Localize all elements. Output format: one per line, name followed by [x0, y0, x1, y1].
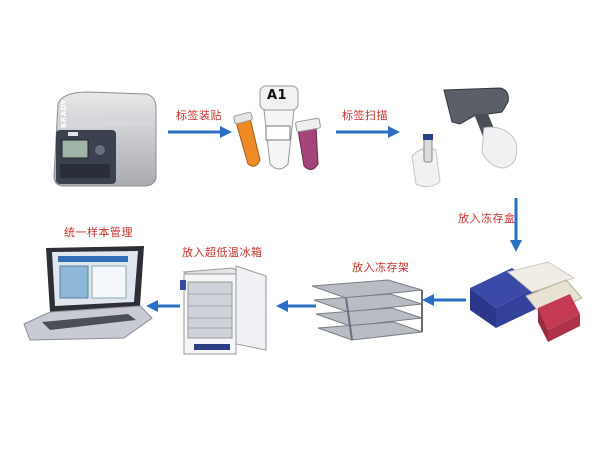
arrow-freezer-to-laptop — [146, 300, 180, 312]
step-label-2: 标签扫描 — [342, 109, 388, 122]
printer-brand-label: BRADY — [60, 98, 68, 128]
tube-label-id: A1 — [267, 88, 288, 103]
step-label-6: 统一样本管理 — [64, 226, 133, 239]
arrow-scanner-to-box — [510, 198, 522, 252]
step-label-4: 放入冻存架 — [352, 261, 410, 274]
step-label-5: 放入超低温冰箱 — [182, 246, 263, 259]
label-tube-icon — [233, 85, 321, 170]
arrow-box-to-rack — [422, 294, 466, 306]
ultra-low-freezer-icon — [180, 265, 267, 355]
freezer-rack-icon — [311, 279, 423, 341]
laptop-icon — [23, 246, 153, 341]
arrow-printer-to-tubes — [168, 126, 232, 138]
arrow-rack-to-freezer — [276, 300, 316, 312]
step-label-3: 放入冻存盒 — [458, 212, 516, 225]
label-printer-icon — [53, 91, 157, 187]
freezer-box-icon — [470, 261, 583, 342]
step-label-1: 标签装贴 — [176, 109, 222, 122]
barcode-scanner-icon — [411, 87, 518, 188]
arrow-tubes-to-scanner — [336, 126, 400, 138]
